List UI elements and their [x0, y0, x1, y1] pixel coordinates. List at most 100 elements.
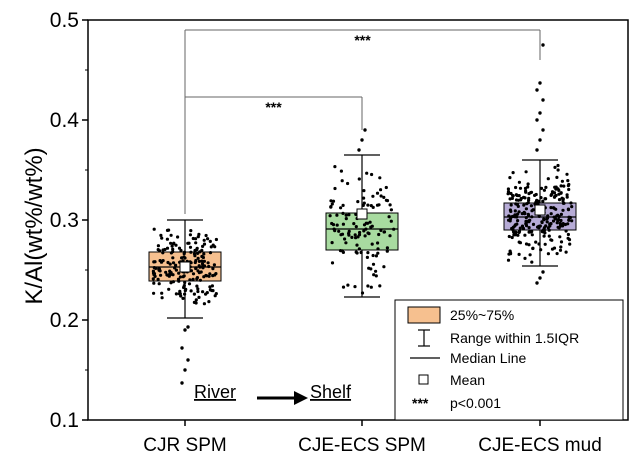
data-point	[214, 237, 218, 242]
data-point	[553, 217, 558, 221]
data-point	[188, 245, 193, 249]
data-point	[168, 269, 172, 273]
data-point	[374, 274, 378, 278]
data-point	[208, 272, 212, 276]
data-point	[547, 228, 551, 232]
data-point	[544, 224, 548, 228]
data-point	[567, 187, 571, 192]
data-point	[366, 284, 370, 288]
data-point	[510, 235, 514, 240]
x-tick-label: CJE-ECS SPM	[298, 435, 426, 456]
data-point	[530, 260, 534, 264]
data-point	[570, 205, 574, 209]
data-point	[198, 278, 202, 282]
data-point	[542, 217, 546, 221]
data-point	[388, 203, 392, 207]
data-point	[194, 241, 198, 245]
data-point	[561, 222, 565, 226]
data-point	[527, 192, 531, 196]
data-point	[214, 292, 218, 296]
data-point	[370, 242, 374, 246]
data-point	[528, 253, 532, 257]
data-point	[335, 213, 339, 217]
data-point	[201, 244, 205, 248]
data-point	[522, 210, 526, 214]
data-point	[173, 266, 177, 270]
data-point	[365, 171, 369, 175]
data-point	[171, 250, 175, 254]
data-point	[189, 289, 193, 293]
data-point	[531, 222, 536, 226]
data-point	[354, 225, 358, 229]
data-point	[330, 261, 335, 265]
data-point	[543, 197, 547, 201]
data-point	[535, 199, 539, 203]
data-point	[567, 238, 572, 242]
data-point	[524, 216, 528, 220]
mean-marker	[356, 208, 368, 220]
data-point	[509, 252, 513, 256]
data-point	[556, 219, 560, 223]
data-point	[515, 215, 519, 219]
data-point	[506, 187, 510, 191]
data-point	[387, 215, 391, 219]
data-point	[378, 176, 382, 180]
data-point	[516, 212, 520, 216]
data-point	[384, 185, 388, 190]
data-point	[178, 275, 182, 279]
data-point	[566, 207, 571, 211]
data-point	[208, 251, 213, 255]
data-point	[528, 218, 532, 222]
data-point	[328, 214, 332, 218]
y-tick-label: 0.3	[50, 209, 79, 232]
data-point	[516, 204, 520, 208]
data-point	[341, 203, 345, 207]
data-point	[546, 214, 550, 218]
data-point	[193, 260, 197, 265]
data-point	[168, 262, 172, 266]
data-point	[356, 200, 360, 204]
data-point	[346, 283, 350, 287]
data-point	[165, 246, 170, 250]
data-point	[202, 252, 206, 256]
data-point	[561, 199, 565, 203]
data-point	[161, 248, 165, 252]
data-point	[376, 241, 380, 245]
data-point	[371, 253, 375, 258]
data-point	[353, 233, 357, 237]
data-point	[211, 267, 215, 271]
data-point	[562, 184, 566, 188]
data-point	[183, 256, 187, 260]
data-point	[171, 242, 176, 246]
data-point	[329, 199, 333, 203]
data-point	[340, 232, 345, 236]
data-point	[507, 214, 511, 218]
data-point	[517, 210, 521, 214]
data-point	[555, 252, 559, 256]
data-point	[527, 243, 531, 247]
y-tick-label: 0.1	[50, 409, 79, 432]
data-point	[545, 216, 550, 220]
data-point	[515, 222, 519, 226]
data-point	[379, 188, 383, 192]
data-point	[517, 230, 521, 234]
data-point	[539, 186, 544, 190]
data-point	[159, 273, 163, 277]
data-point	[370, 172, 374, 177]
data-point	[200, 248, 204, 252]
data-point	[189, 269, 193, 273]
data-point	[530, 233, 534, 237]
data-point	[208, 285, 212, 289]
data-point	[551, 219, 556, 223]
data-point	[534, 240, 538, 244]
data-point	[534, 192, 538, 197]
outlier-point	[535, 88, 539, 92]
data-point	[152, 227, 156, 231]
data-point	[152, 291, 156, 295]
data-point	[359, 250, 363, 255]
legend-whisker-label: Range within 1.5IQR	[450, 330, 579, 346]
river-shelf-annotation: River Shelf	[194, 382, 352, 405]
data-point	[375, 203, 380, 207]
data-point	[566, 232, 571, 237]
data-point	[165, 228, 170, 232]
